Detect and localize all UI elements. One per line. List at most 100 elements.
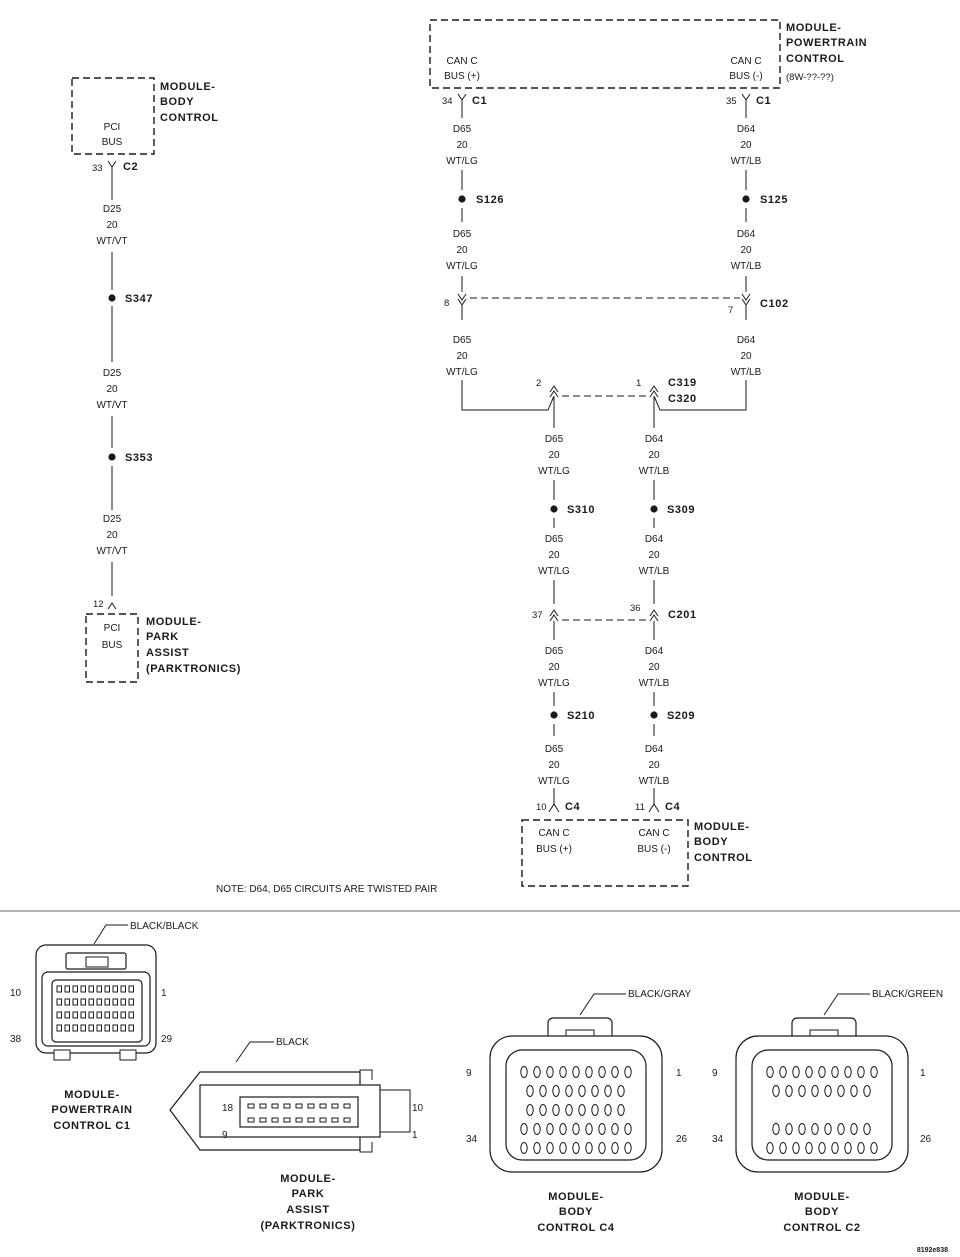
svg-text:11: 11: [635, 802, 645, 813]
svg-text:WT/LG: WT/LG: [538, 466, 570, 477]
svg-text:29: 29: [161, 1034, 173, 1045]
wire-label-d65-4: D65 20 WT/LG: [538, 434, 570, 477]
pin-cavity: [343, 1103, 351, 1109]
pin-cavity: [72, 1011, 78, 1019]
pin-cavity: [128, 1024, 134, 1032]
svg-text:26: 26: [676, 1134, 688, 1145]
svg-text:CONTROL: CONTROL: [694, 852, 753, 864]
connector-view-pcm-c1: BLACK/BLACK 10 1 38 29 MODULE- POWERTRAI…: [10, 921, 199, 1132]
wire-label-d25-a: D25 20 WT/VT: [96, 204, 127, 247]
pin-cavity: [80, 998, 86, 1006]
pin-cavity: [624, 1123, 632, 1135]
connector-view-bcm-c4: BLACK/GRAY 9 1 34 26 MODULE- BODY CONTRO…: [466, 989, 691, 1234]
splice-s209: S209: [667, 710, 695, 722]
pin-cavity: [831, 1142, 839, 1154]
wire-label-d64-1: D64 20 WT/LB: [731, 124, 762, 167]
pin-cavity: [624, 1142, 632, 1154]
svg-text:WT/VT: WT/VT: [96, 400, 127, 411]
pin-cavity: [552, 1085, 560, 1097]
svg-text:MODULE-: MODULE-: [794, 1191, 850, 1203]
svg-text:BODY: BODY: [805, 1206, 839, 1218]
pin-cavity: [64, 1024, 70, 1032]
pin-cavity: [546, 1142, 554, 1154]
pin-cavity: [766, 1142, 774, 1154]
svg-text:20: 20: [740, 245, 752, 256]
pin-cavity: [112, 1011, 118, 1019]
pin-cavity: [831, 1066, 839, 1078]
pin-cavity: [120, 985, 126, 993]
svg-text:38: 38: [10, 1034, 22, 1045]
splice-dot-s353: [108, 453, 116, 461]
svg-text:34: 34: [466, 1134, 478, 1145]
svg-text:WT/LB: WT/LB: [639, 776, 670, 787]
pin-cavity: [798, 1123, 806, 1135]
svg-text:WT/LG: WT/LG: [538, 678, 570, 689]
pin-cavity: [818, 1142, 826, 1154]
svg-text:BODY: BODY: [559, 1206, 593, 1218]
pin-cavity: [88, 998, 94, 1006]
pin-cavity: [798, 1085, 806, 1097]
splice-dot-s210: [550, 711, 558, 719]
svg-text:WT/LB: WT/LB: [731, 261, 762, 272]
svg-text:20: 20: [648, 662, 660, 673]
pin-cavity: [785, 1085, 793, 1097]
pin-cavity: [88, 985, 94, 993]
pin-cavity: [585, 1066, 593, 1078]
pin-cavity: [805, 1066, 813, 1078]
pin-cavity: [533, 1066, 541, 1078]
pin-cavity: [565, 1085, 573, 1097]
svg-text:20: 20: [106, 384, 118, 395]
pin-cavity: [792, 1066, 800, 1078]
pin-cavity: [805, 1142, 813, 1154]
svg-text:WT/LB: WT/LB: [639, 466, 670, 477]
pin-cavity: [331, 1103, 339, 1109]
svg-text:34: 34: [712, 1134, 724, 1145]
svg-text:20: 20: [548, 550, 560, 561]
pin-cavity: [598, 1142, 606, 1154]
pin-cavity: [850, 1085, 858, 1097]
pin-cavity: [844, 1066, 852, 1078]
pin-cavity: [96, 1011, 102, 1019]
pin-cavity: [824, 1123, 832, 1135]
pin-cavity: [259, 1103, 267, 1109]
svg-text:BODY: BODY: [694, 836, 728, 848]
svg-text:BLACK/GRAY: BLACK/GRAY: [628, 989, 691, 1000]
svg-text:20: 20: [648, 760, 660, 771]
pin-cavity: [283, 1117, 291, 1123]
pin-cavity: [818, 1066, 826, 1078]
wire-label-d64-5: D64 20 WT/LB: [639, 534, 670, 577]
wire-label-d65-3: D65 20 WT/LG: [446, 335, 478, 378]
svg-text:20: 20: [648, 450, 660, 461]
wire-label-d64-3: D64 20 WT/LB: [731, 335, 762, 378]
pin-cavity: [520, 1142, 528, 1154]
svg-text:BUS (+): BUS (+): [536, 844, 572, 855]
svg-text:CONTROL C4: CONTROL C4: [537, 1222, 615, 1234]
pin-cavity: [837, 1085, 845, 1097]
svg-text:POWERTRAIN: POWERTRAIN: [786, 37, 867, 49]
splice-s353: S353: [125, 452, 153, 464]
svg-text:D65: D65: [545, 534, 564, 545]
pin-cavity: [857, 1066, 865, 1078]
bcm-top-title-3: CONTROL: [160, 112, 219, 124]
figure-id: 8192e838: [917, 1247, 948, 1254]
pin-cavity: [331, 1117, 339, 1123]
pin-cavity: [343, 1117, 351, 1123]
pin-cavity: [319, 1117, 327, 1123]
wire-label-d64-7: D64 20 WT/LB: [639, 744, 670, 787]
pin-cavity: [850, 1123, 858, 1135]
svg-text:CAN C: CAN C: [538, 828, 569, 839]
pin-cavity: [128, 998, 134, 1006]
pin-cavity: [104, 985, 110, 993]
svg-text:BUS: BUS: [102, 640, 123, 651]
pin-cavity: [80, 1024, 86, 1032]
pin-cavity: [559, 1066, 567, 1078]
pin-cavity: [247, 1117, 255, 1123]
svg-text:WT/LG: WT/LG: [538, 566, 570, 577]
splice-dot-s309: [650, 505, 658, 513]
svg-text:ASSIST: ASSIST: [286, 1204, 329, 1216]
svg-text:20: 20: [106, 220, 118, 231]
pin-cavity: [585, 1123, 593, 1135]
pin-cavity: [533, 1123, 541, 1135]
wire-label-d65-5: D65 20 WT/LG: [538, 534, 570, 577]
pin-cavity: [572, 1066, 580, 1078]
